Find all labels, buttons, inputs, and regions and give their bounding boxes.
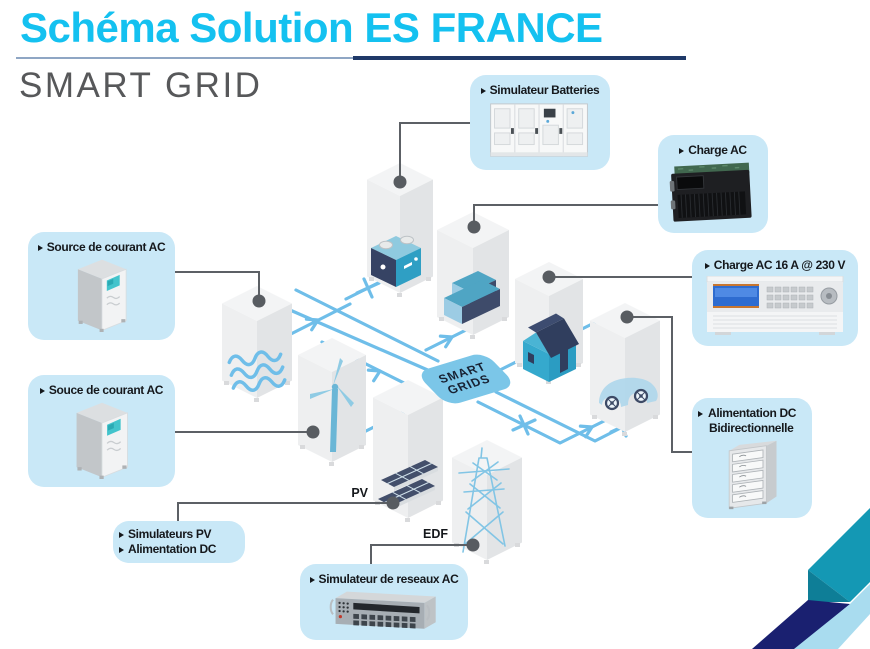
tower-transmission <box>452 440 522 564</box>
callout-simulateur-batteries: Simulateur Batteries <box>470 75 610 170</box>
callout-label: Souce de courant AC <box>39 383 163 398</box>
electric-car-icon <box>599 377 658 411</box>
tower-battery-blocks <box>437 212 509 339</box>
corner-ribbon <box>752 508 870 649</box>
callout-label: Alimentation DC Bidirectionnelle <box>698 406 806 436</box>
house-icon <box>523 313 579 382</box>
callout-label: Charge AC 16 A @ 230 V <box>704 258 846 273</box>
callout-label: Simulateurs PV <box>119 527 211 542</box>
pv-label: PV <box>351 486 368 500</box>
header-rule-dark <box>353 56 686 60</box>
charge-ac-module-image <box>669 162 752 222</box>
callout-souce-courant-ac: Souce de courant AC <box>28 375 175 487</box>
bullet-triangle-icon <box>39 387 45 394</box>
bullet-triangle-icon <box>37 244 43 251</box>
ac-source-cabinet-image <box>77 259 127 332</box>
ac-grid-simulator-image <box>329 591 436 629</box>
callout-label: Alimentation DC <box>119 542 216 557</box>
bullet-triangle-icon <box>119 546 124 553</box>
connector-dots <box>252 175 634 552</box>
tower-house <box>515 262 583 384</box>
callout-alimentation-dc-bidirectionnelle: Alimentation DC Bidirectionnelle <box>692 398 812 518</box>
dc-rack-image <box>728 440 777 510</box>
callout-charge-ac: Charge AC <box>658 135 768 233</box>
tower-wind-turbine <box>298 338 366 466</box>
callout-simulateurs-pv: Simulateurs PV Alimentation DC <box>113 521 245 563</box>
wind-turbine-icon <box>310 358 354 452</box>
callout-charge-ac-16a: Charge AC 16 A @ 230 V <box>692 250 858 346</box>
page-title: Schéma Solution ES FRANCE <box>20 4 603 51</box>
edf-label: EDF <box>423 527 448 541</box>
callout-label: Source de courant AC <box>37 240 166 255</box>
bullet-triangle-icon <box>480 87 486 94</box>
charge-ac-16a-instrument-image <box>706 276 844 335</box>
bullet-triangle-icon <box>679 147 685 154</box>
page-subtitle: SMART GRID <box>19 66 263 105</box>
bullet-triangle-icon <box>704 262 710 269</box>
callout-simulateur-reseaux-ac: Simulateur de reseaux AC <box>300 564 468 640</box>
bullet-triangle-icon <box>119 531 124 538</box>
tower-ac-wave <box>222 286 292 402</box>
bullet-triangle-icon <box>309 576 315 583</box>
battery-pack-icon <box>371 235 421 287</box>
battery-cabinets-image <box>490 103 588 157</box>
tower-solar-pv <box>373 380 443 522</box>
callout-label: Charge AC <box>679 143 747 158</box>
battery-blocks-icon <box>444 271 500 324</box>
tower-electric-car <box>590 303 660 436</box>
callout-source-courant-ac: Source de courant AC <box>28 232 175 340</box>
bullet-triangle-icon <box>698 411 703 417</box>
ac-source-cabinet-image <box>76 402 128 479</box>
callout-connectors <box>175 122 692 564</box>
callout-label: Simulateur Batteries <box>480 83 600 98</box>
header-rule-light <box>16 57 353 59</box>
wave-icon <box>227 350 287 392</box>
callout-label: Simulateur de reseaux AC <box>309 572 459 587</box>
